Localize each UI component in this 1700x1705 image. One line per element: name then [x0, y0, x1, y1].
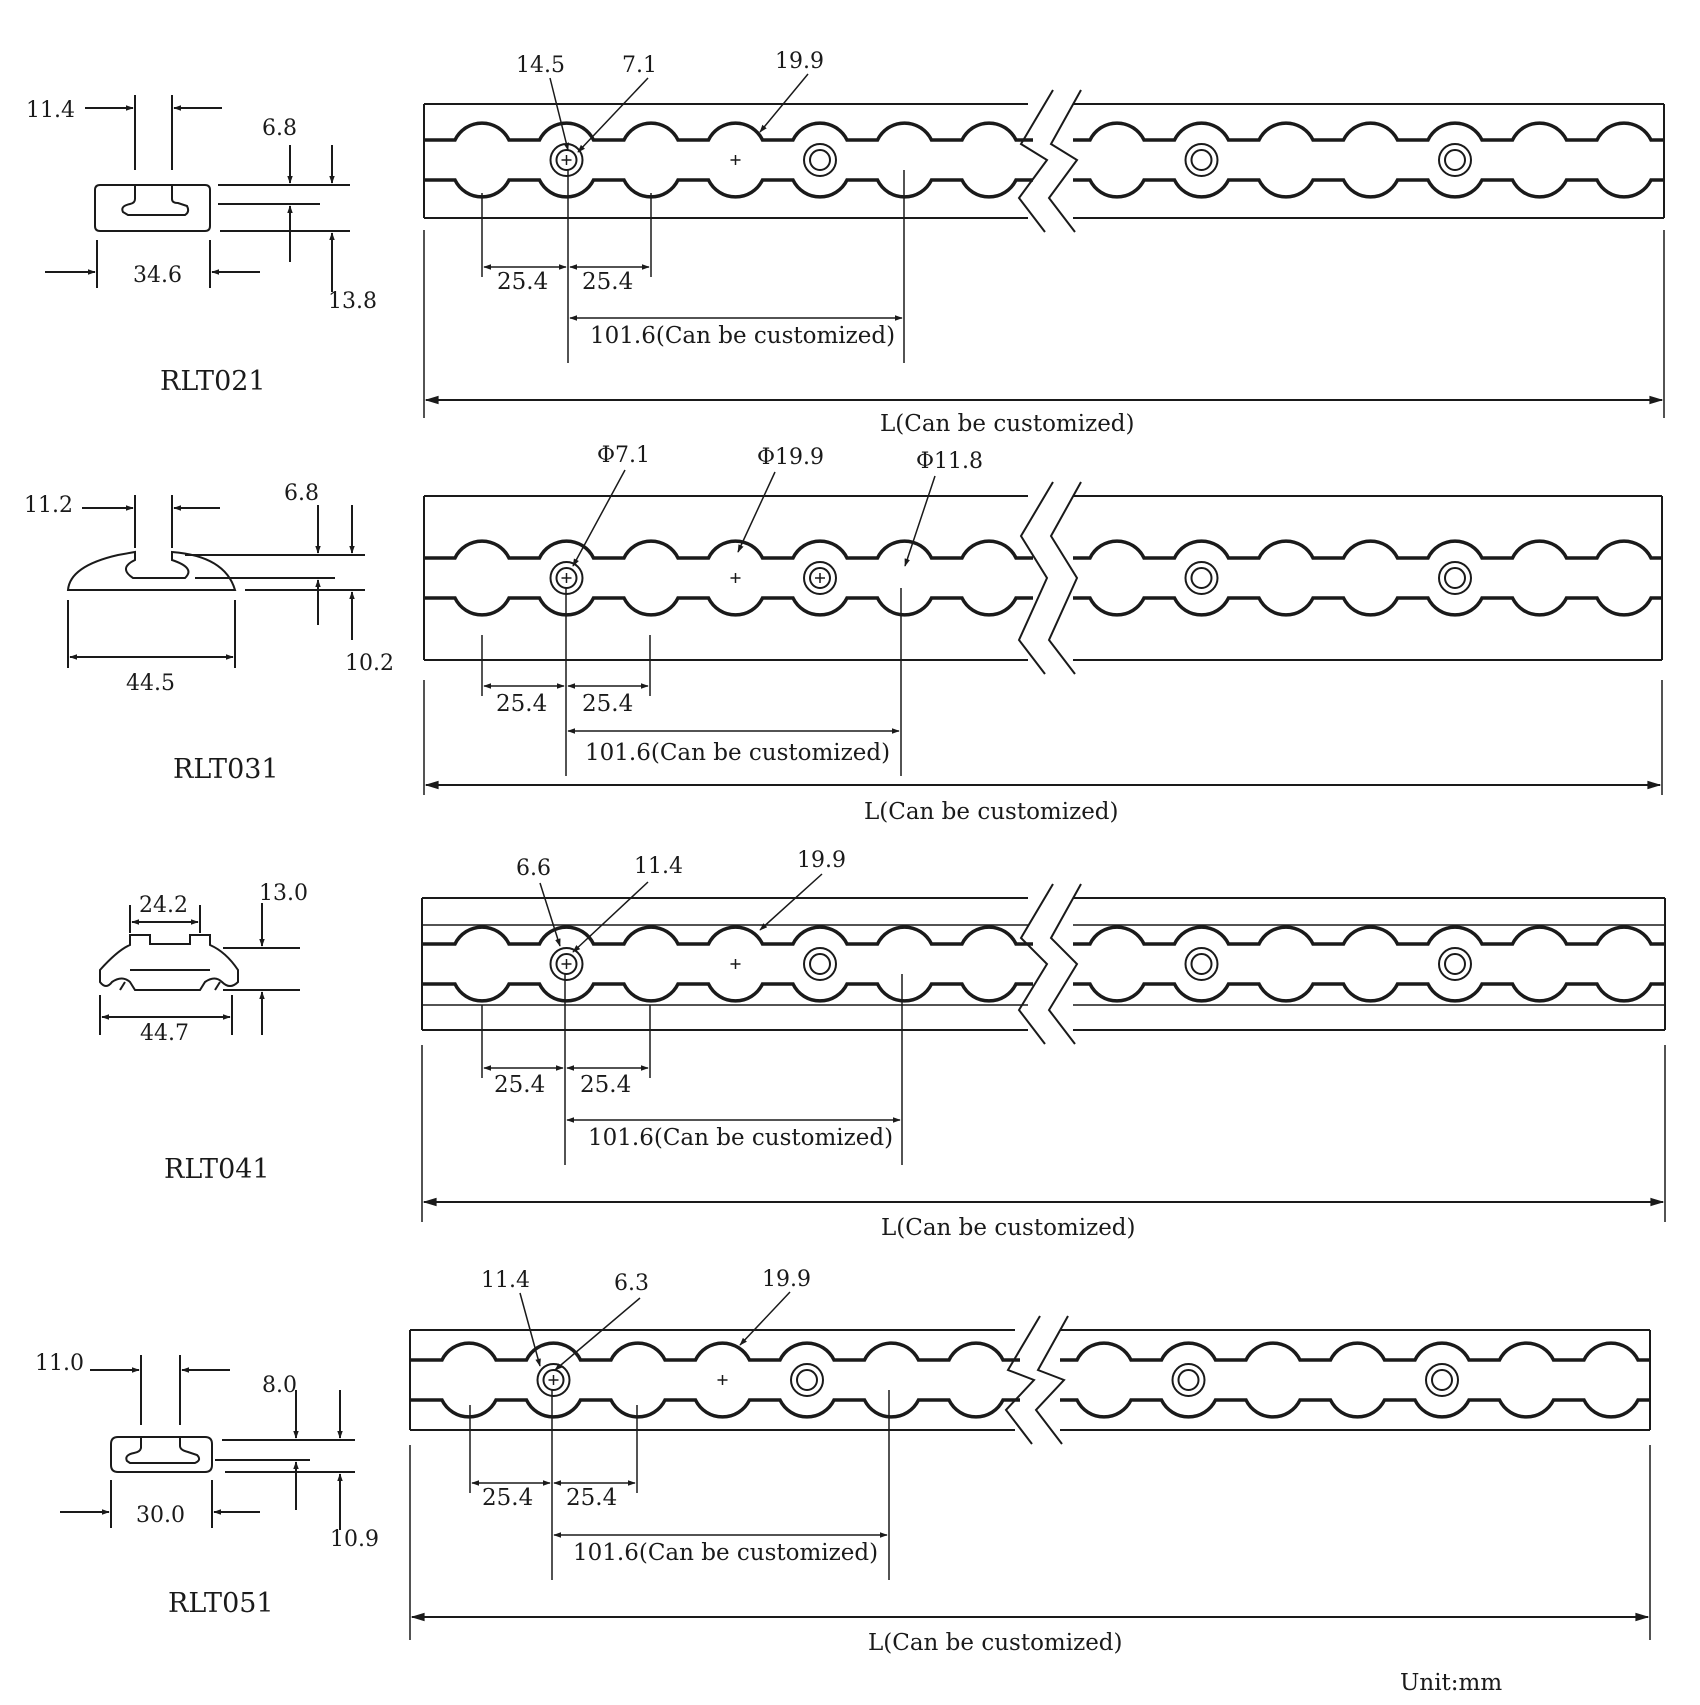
leader-line — [572, 881, 649, 953]
break-mark — [1017, 481, 1054, 675]
rlt021-slot-width: 11.4 — [26, 98, 75, 123]
leader-line — [739, 1291, 791, 1346]
rlt021-pitch-right: 25.4 — [582, 269, 633, 295]
rlt051-label-b: 6.3 — [614, 1271, 649, 1296]
rlt051-length: L(Can be customized) — [868, 1630, 1123, 1656]
track-slot-right — [1073, 539, 1662, 617]
rlt031-label-c: Φ11.8 — [916, 449, 983, 474]
leader-line — [759, 873, 823, 931]
rlt041-model: RLT041 — [164, 1154, 270, 1185]
unit-label: Unit:mm — [1400, 1670, 1502, 1696]
rlt031-length: L(Can be customized) — [864, 799, 1119, 825]
rlt051-label-a: 11.4 — [481, 1268, 530, 1293]
track-slot-right — [1073, 925, 1665, 1003]
rlt051-slot-width: 11.0 — [35, 1351, 84, 1376]
leader-line — [549, 77, 569, 151]
rlt051-spacing: 101.6(Can be customized) — [573, 1540, 878, 1566]
leader-line — [539, 882, 561, 947]
break-mark — [1004, 1315, 1041, 1445]
leader-line — [577, 77, 649, 153]
rlt021-label-a: 14.5 — [516, 53, 565, 78]
track-slot-right — [1060, 1341, 1650, 1419]
rlt051-label-c: 19.9 — [762, 1267, 811, 1292]
rlt021-base-width: 34.6 — [133, 263, 182, 288]
rlt021-spacing: 101.6(Can be customized) — [590, 323, 895, 349]
rlt021-length: L(Can be customized) — [880, 411, 1135, 437]
rlt021-label-c: 19.9 — [775, 49, 824, 74]
rlt031-base-width: 44.5 — [126, 671, 175, 696]
stud-inner-ring — [809, 149, 831, 171]
rlt041-label-c: 19.9 — [797, 848, 846, 873]
leader-line — [759, 73, 809, 133]
stud-inner-ring — [796, 1369, 818, 1391]
stud-inner-ring — [1190, 953, 1213, 975]
track-slot-left — [422, 925, 1033, 1003]
stud-inner-ring — [809, 953, 831, 975]
rlt031-slot-width: 11.2 — [24, 493, 73, 518]
rlt021-model: RLT021 — [160, 366, 266, 397]
stud-inner-ring — [1444, 149, 1466, 171]
rlt041-label-a: 6.6 — [516, 856, 551, 881]
rlt031-label-b: Φ19.9 — [757, 445, 824, 470]
rlt031-label-a: Φ7.1 — [597, 443, 650, 468]
rlt041-spacing: 101.6(Can be customized) — [588, 1125, 893, 1151]
leader-line — [904, 475, 936, 567]
rlt041-label-b: 11.4 — [634, 854, 683, 879]
rlt051-pitch-left: 25.4 — [482, 1485, 533, 1511]
leader-line — [572, 469, 626, 567]
break-mark — [1034, 1315, 1069, 1445]
profile-rlt041 — [99, 903, 300, 1035]
track-slot-left — [424, 121, 1033, 199]
break-mark — [1017, 883, 1054, 1045]
rlt051-height: 10.9 — [330, 1527, 379, 1552]
track-views — [409, 73, 1666, 1640]
track-rlt031 — [423, 481, 1663, 795]
rlt041-length: L(Can be customized) — [881, 1215, 1136, 1241]
rlt021-label-b: 7.1 — [622, 53, 657, 78]
rlt021-pitch-left: 25.4 — [497, 269, 548, 295]
stud-inner-ring — [1177, 1369, 1200, 1391]
rlt051-pitch-right: 25.4 — [566, 1485, 617, 1511]
break-mark — [1047, 883, 1082, 1045]
rlt031-spacing: 101.6(Can be customized) — [585, 740, 890, 766]
track-rlt051 — [409, 1315, 1651, 1640]
track-rlt021 — [423, 89, 1665, 418]
track-slot-left — [410, 1341, 1020, 1419]
stud-inner-ring — [1431, 1369, 1453, 1391]
rlt041-pitch-left: 25.4 — [494, 1072, 545, 1098]
rlt041-base-width: 44.7 — [140, 1021, 189, 1046]
profile-rlt031 — [66, 495, 365, 668]
rlt031-pitch-right: 25.4 — [582, 691, 633, 717]
break-mark — [1047, 89, 1082, 233]
rlt041-pitch-right: 25.4 — [580, 1072, 631, 1098]
stud-inner-ring — [1190, 149, 1213, 171]
rlt051-slot-depth: 8.0 — [262, 1373, 297, 1398]
track-slot-right — [1073, 121, 1664, 199]
stud-inner-ring — [1444, 567, 1466, 589]
rlt041-height: 13.0 — [259, 881, 308, 906]
rlt041-top-width: 24.2 — [139, 893, 188, 918]
break-mark — [1047, 481, 1082, 675]
rlt021-height: 13.8 — [328, 289, 377, 314]
rlt051-model: RLT051 — [168, 1588, 274, 1619]
stud-inner-ring — [1190, 567, 1213, 589]
track-slot-left — [424, 539, 1033, 617]
leader-line — [737, 471, 776, 553]
rlt021-slot-depth: 6.8 — [262, 116, 297, 141]
rlt031-height: 10.2 — [345, 651, 394, 676]
rlt051-base-width: 30.0 — [136, 1503, 185, 1528]
break-mark — [1017, 89, 1054, 233]
leader-line — [519, 1292, 541, 1367]
stud-inner-ring — [1444, 953, 1466, 975]
rlt031-pitch-left: 25.4 — [496, 691, 547, 717]
leader-line — [554, 1297, 641, 1371]
profile-rlt021 — [45, 95, 350, 292]
track-rlt041 — [421, 883, 1666, 1222]
rlt031-slot-depth: 6.8 — [284, 481, 319, 506]
rlt031-model: RLT031 — [173, 754, 279, 785]
profile-rlt051 — [60, 1355, 355, 1530]
